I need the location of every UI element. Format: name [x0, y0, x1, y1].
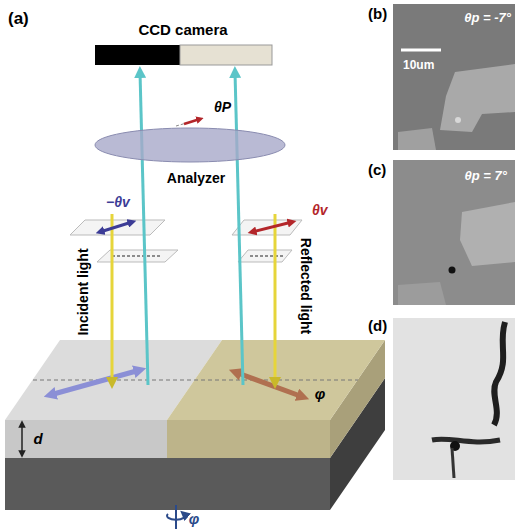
magnetization-arrow	[50, 370, 140, 395]
detected-beam	[140, 72, 148, 385]
kerr-image-c	[393, 160, 515, 305]
rotation-axis	[175, 505, 177, 529]
polarization-arrow	[100, 222, 132, 232]
domain-patch	[398, 128, 436, 150]
polarizer-axis	[112, 255, 162, 256]
scale-label: 10um	[403, 59, 434, 72]
camera-dark-half	[95, 45, 180, 65]
component-label: Analyzer	[167, 171, 225, 186]
panel-letter: (d)	[368, 318, 387, 335]
rotation-arrow	[167, 514, 185, 520]
analyzer	[95, 118, 285, 162]
thickness-arrow	[21, 424, 23, 454]
substrate-front	[5, 458, 330, 510]
sample-block	[5, 340, 385, 529]
domain-wall	[494, 322, 505, 425]
panel-letter: (c)	[368, 162, 386, 179]
domain-patch	[398, 282, 446, 305]
polarizer-plane	[70, 220, 165, 235]
polarizer-planes	[70, 220, 302, 262]
beam-label: Reflected light	[297, 238, 312, 334]
image-panel: (b)θp = -7°10um	[393, 4, 515, 150]
dimension-label: d	[33, 431, 42, 448]
angle-caption: θp = -7°	[464, 11, 511, 25]
incident-beam	[111, 214, 114, 383]
domain-patch	[440, 64, 515, 132]
kerr-image-d	[393, 318, 515, 480]
image-ground	[393, 318, 515, 480]
camera-light-half	[180, 45, 272, 65]
film-front-left	[5, 420, 167, 458]
polarizer-plane	[97, 250, 178, 262]
scale-bar	[401, 49, 441, 52]
domain-wall	[452, 448, 454, 478]
image-ground	[393, 160, 515, 305]
light-beams	[100, 72, 292, 385]
beam-label: Incident light	[76, 248, 91, 335]
analyzer-axis	[176, 118, 204, 126]
domain-wall	[432, 439, 500, 442]
domain-axis	[33, 380, 358, 381]
polarizer-axis	[250, 255, 284, 256]
polarizer-plane	[232, 220, 302, 235]
image-ground	[393, 4, 515, 150]
detected-beam	[235, 72, 243, 385]
image-panel: (d)	[393, 318, 515, 480]
analyzer-disc	[95, 128, 285, 162]
reflected-beam	[274, 214, 277, 383]
angle-label: θP	[214, 100, 231, 115]
domain-patch	[460, 202, 515, 266]
image-panel: (c)θp = 7°	[393, 160, 515, 305]
kerr-image-b	[393, 4, 515, 150]
angle-label: θv	[312, 203, 328, 218]
component-label: CCD camera	[138, 22, 227, 39]
magnetization-arrow	[235, 372, 303, 397]
panel-letter: (b)	[368, 6, 387, 23]
defect-spot	[455, 117, 461, 123]
angle-label: φ	[315, 386, 326, 403]
panel-letter: (a)	[8, 10, 29, 29]
polarization-arrow	[252, 222, 292, 232]
angle-label: −θv	[106, 195, 130, 210]
film-front-right	[167, 420, 330, 458]
polarizer-plane	[238, 250, 292, 262]
analyzer-arrow	[184, 119, 200, 124]
ccd-camera	[95, 45, 272, 65]
angle-label: φ	[189, 511, 200, 528]
defect-spot	[449, 267, 456, 274]
angle-caption: θp = 7°	[465, 169, 507, 183]
